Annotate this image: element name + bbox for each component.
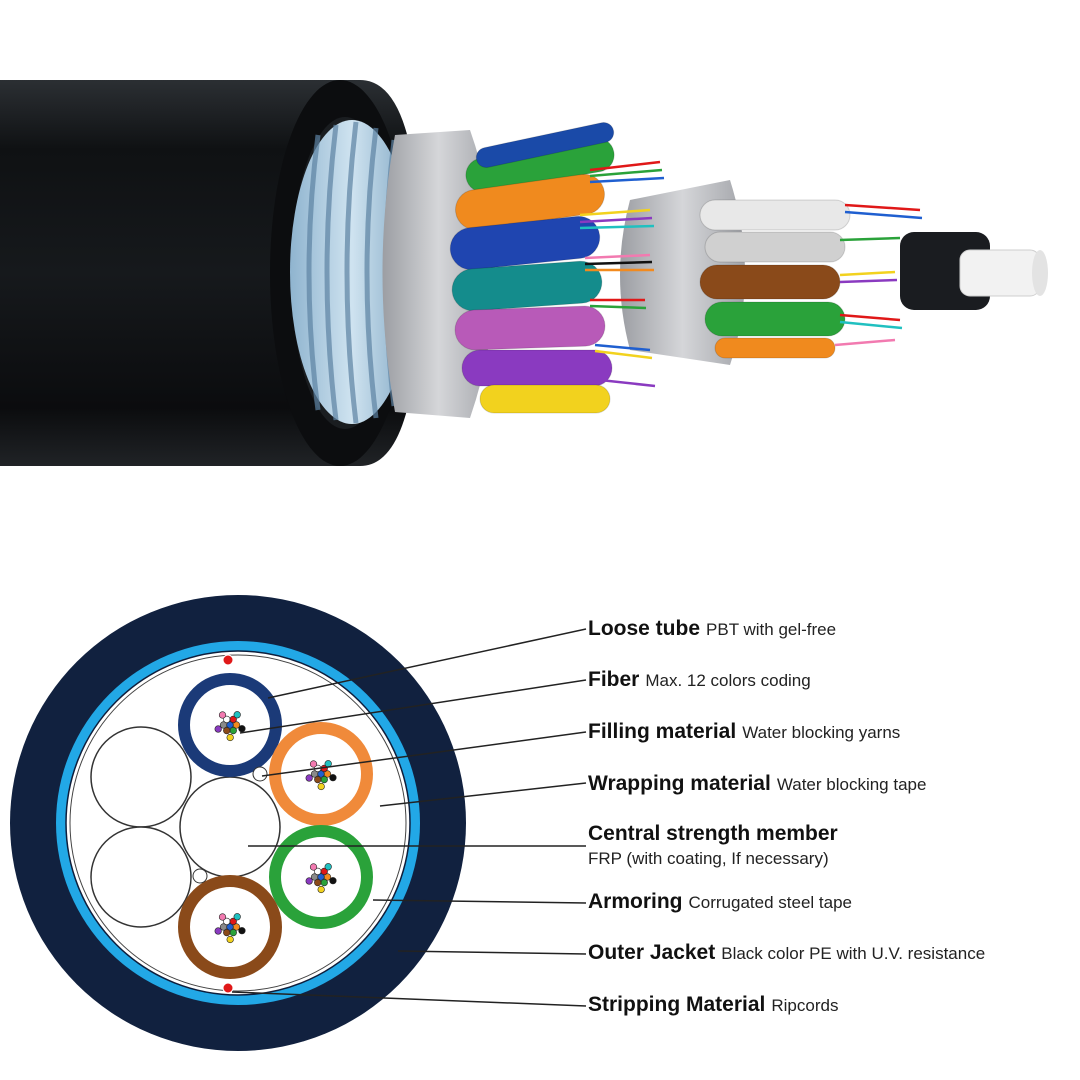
fiber-dot [229, 917, 237, 925]
cable-illustration [0, 80, 1048, 466]
label-description: Max. 12 colors coding [645, 671, 811, 690]
leader-outer-jacket [397, 950, 587, 955]
fiber-dot [233, 711, 241, 719]
fiber-dot [323, 770, 332, 778]
fiber-dot [305, 877, 313, 885]
fiber-dot [314, 776, 322, 784]
fiber-dot [214, 725, 222, 733]
label-filling-material: Filling material Water blocking yarns [588, 721, 900, 742]
fiber-dot [309, 863, 318, 871]
filler-rod [90, 726, 192, 828]
ripcord-top [222, 654, 234, 666]
label-armoring: Armoring Corrugated steel tape [588, 891, 852, 912]
fiber-dot [232, 721, 241, 729]
leader-stripping-material [231, 991, 587, 1007]
fiber-dot [223, 929, 231, 937]
label-title: Fiber [588, 668, 640, 691]
label-description: Water blocking yarns [742, 723, 901, 742]
fiber-dot [305, 774, 313, 782]
cable-loose-tubes-bundle [449, 122, 923, 414]
fiber-dot [323, 873, 332, 881]
fiber-dot [329, 774, 337, 782]
fiber-dot [238, 927, 246, 935]
label-outer-jacket: Outer Jacket Black color PE with U.V. res… [588, 942, 985, 963]
fiber-strands [579, 160, 923, 388]
fiber-dot [229, 727, 237, 735]
label-title: Wrapping material [588, 772, 771, 795]
fiber-dot [233, 913, 241, 921]
fiber-dot [218, 913, 227, 921]
fiber-dot [238, 725, 246, 733]
fiber-dot [226, 935, 234, 944]
fiber-dot [219, 721, 228, 729]
label-description: Black color PE with U.V. resistance [721, 944, 986, 963]
fiber-dot [223, 727, 231, 735]
leader-lines [231, 628, 587, 1007]
fiber-dot [219, 923, 228, 931]
filling-yarn [252, 766, 268, 782]
label-fiber: Fiber Max. 12 colors coding [588, 669, 811, 690]
fiber-dot [218, 711, 227, 719]
cable-central-strength-member [900, 232, 1048, 310]
leader-filling-material [261, 731, 587, 777]
label-loose-tube: Loose tube PBT with gel-free [588, 618, 836, 639]
label-title: Filling material [588, 720, 737, 743]
fiber-dot [320, 776, 328, 784]
fiber-dot [229, 715, 237, 723]
label-title: Stripping Material [588, 993, 766, 1016]
label-title: Outer Jacket [588, 941, 716, 964]
leader-wrapping-material [379, 782, 587, 807]
label-description: Ripcords [771, 996, 839, 1015]
label-description: PBT with gel-free [706, 620, 837, 639]
fiber-dot [232, 923, 241, 931]
filler-rod [90, 826, 192, 928]
fiber-dot [214, 927, 222, 935]
leader-fiber [239, 679, 587, 734]
fiber-dot [317, 782, 325, 791]
label-wrapping-material: Wrapping material Water blocking tape [588, 773, 926, 794]
leader-loose-tube [267, 628, 587, 699]
ripcord-bottom [222, 982, 234, 994]
fiber-dot [314, 879, 322, 887]
label-stripping-material: Stripping Material Ripcords [588, 994, 838, 1015]
label-title: Armoring [588, 890, 683, 913]
fiber-dot [320, 867, 328, 875]
fiber-dot [309, 760, 318, 768]
fiber-dot [226, 733, 234, 742]
label-title: Loose tube [588, 617, 701, 640]
label-description: Corrugated steel tape [688, 893, 853, 912]
label-description: Water blocking tape [776, 775, 927, 794]
fiber-dot [317, 885, 325, 894]
fiber-dot [329, 877, 337, 885]
fiber-dot [310, 873, 319, 881]
leader-armoring [372, 899, 587, 904]
cross-section-diagram [10, 595, 587, 1051]
filling-yarn [192, 868, 208, 884]
fiber-dot [324, 863, 332, 871]
fiber-dot [320, 879, 328, 887]
central-strength-member [179, 776, 281, 878]
fiber-dot [229, 929, 237, 937]
fiber-dot [310, 770, 319, 778]
fiber-bundles [214, 711, 337, 944]
label-title: Central strength member [588, 822, 838, 845]
label-description: FRP (with coating, If necessary) [588, 849, 829, 868]
